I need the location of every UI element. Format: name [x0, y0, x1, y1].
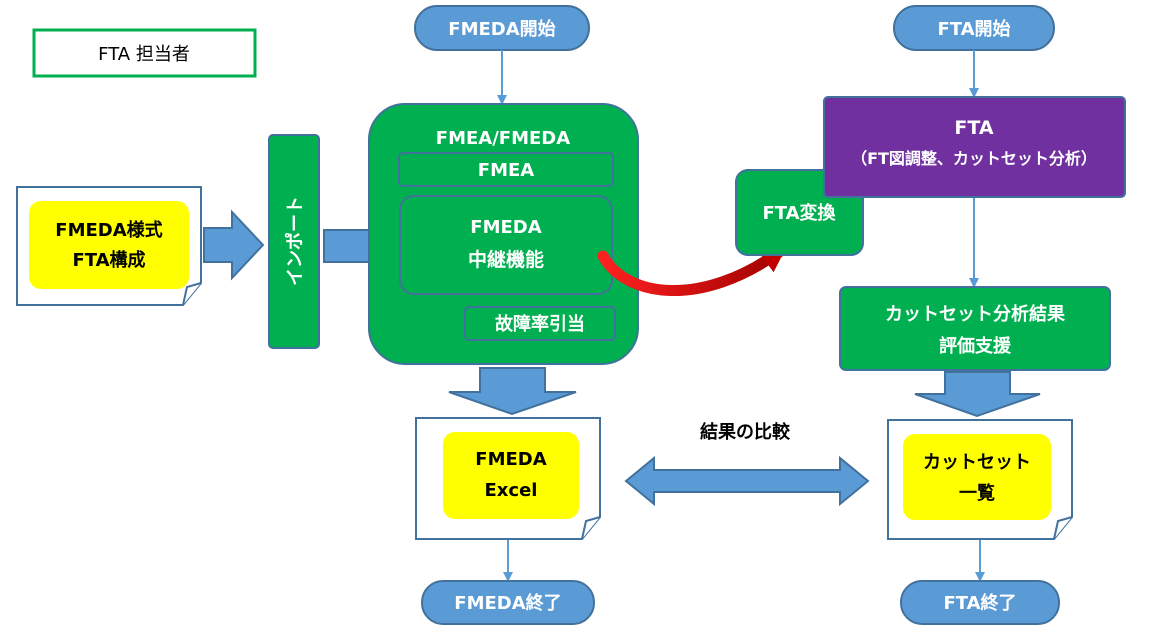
fta-title: FTA — [954, 117, 993, 139]
relay-box — [399, 195, 613, 295]
fmea-label: FMEA — [478, 160, 535, 181]
input-yellow-box — [29, 201, 189, 289]
fta-end-label: FTA終了 — [943, 592, 1016, 614]
legend-label: FTA 担当者 — [98, 44, 190, 65]
cutset-output-yellow — [903, 434, 1051, 520]
fmeda-end-label: FMEDA終了 — [454, 592, 561, 614]
import-label: インポート — [284, 196, 306, 286]
fmeda-output-line2: Excel — [485, 480, 538, 501]
fmeda-start-label: FMEDA開始 — [448, 18, 555, 40]
fta-subtitle: （FT図調整、カットセット分析） — [851, 149, 1097, 168]
fmeda-output-line1: FMEDA — [475, 449, 546, 470]
fmeda-output-document: FMEDA Excel — [415, 417, 601, 540]
relay-line1: FMEDA — [470, 217, 541, 238]
import-box: インポート — [268, 134, 320, 349]
cutset-eval-line1: カットセット分析結果 — [885, 303, 1066, 325]
input-document: FMEDA様式 FTA構成 — [16, 186, 202, 306]
fta-end-terminal: FTA終了 — [900, 580, 1060, 625]
fta-box: FTA （FT図調整、カットセット分析） — [823, 96, 1126, 198]
compare-double-arrow — [624, 455, 870, 507]
cutset-output-line2: 一覧 — [959, 482, 995, 504]
convert-curved-arrow — [597, 244, 788, 297]
cutset-eval-line2: 評価支援 — [939, 335, 1012, 357]
container-title: FMEA/FMEDA — [436, 128, 570, 149]
fta-start-label: FTA開始 — [937, 18, 1010, 40]
fmea-box — [398, 152, 614, 187]
legend-box — [32, 28, 257, 78]
compare-label: 結果の比較 — [700, 421, 791, 443]
relay-line2: 中継機能 — [468, 248, 544, 271]
input-line1: FMEDA様式 — [55, 219, 162, 241]
fta-convert-label: FTA変換 — [762, 202, 836, 224]
fmeda-start-terminal: FMEDA開始 — [414, 5, 590, 51]
block-arrow-down — [448, 367, 577, 416]
failure-rate-box — [464, 306, 616, 341]
cutset-eval-box: カットセット分析結果 評価支援 — [839, 286, 1111, 371]
block-arrow-right — [203, 209, 265, 281]
fmeda-container: FMEA/FMEDA FMEA FMEDA 中継機能 故障率引当 — [368, 103, 639, 365]
input-line2: FTA構成 — [72, 249, 145, 271]
cutset-output-document: カットセット 一覧 — [887, 419, 1073, 540]
fmeda-end-terminal: FMEDA終了 — [421, 580, 595, 625]
fta-start-terminal: FTA開始 — [893, 5, 1055, 51]
cutset-output-line1: カットセット — [923, 452, 1031, 473]
fmeda-output-yellow — [443, 432, 579, 519]
failure-rate-label: 故障率引当 — [495, 313, 585, 335]
block-arrow-down — [914, 371, 1041, 418]
